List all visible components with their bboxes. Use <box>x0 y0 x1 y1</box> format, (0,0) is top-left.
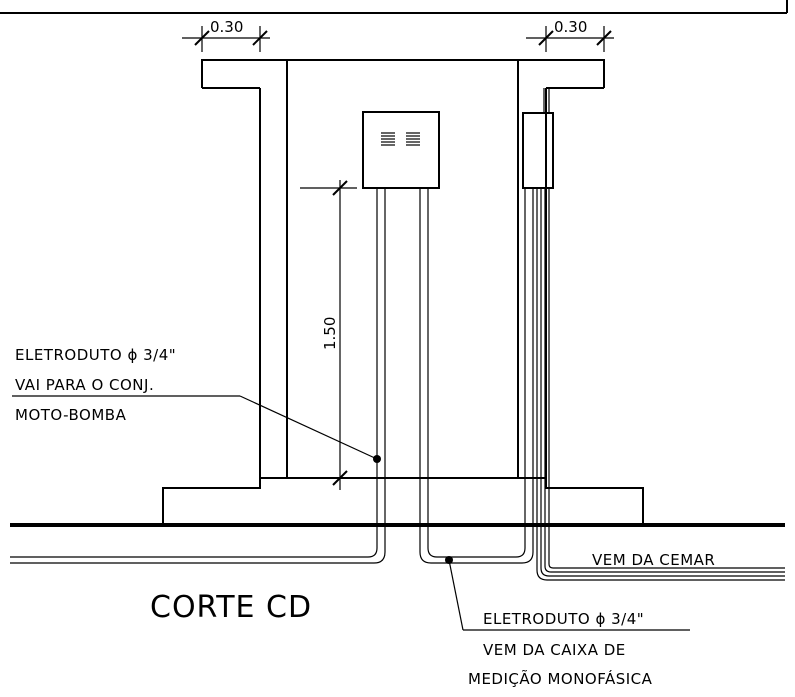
sheet-border <box>0 0 788 14</box>
callout-bottom-dot <box>445 556 453 564</box>
callout-bottom-line2: VEM DA CAIXA DE <box>483 641 626 659</box>
callout-left-dot <box>373 455 381 463</box>
conduit-from-cemar <box>536 188 785 581</box>
callout-left-line2: VAI PARA O CONJ. <box>15 376 154 394</box>
callout-left-line3: MOTO-BOMBA <box>15 406 127 424</box>
dimension-label-top-left: 0.30 <box>210 18 243 36</box>
callout-left: ELETRODUTO ϕ 3/4" VAI PARA O CONJ. MOTO-… <box>12 346 381 463</box>
dimension-top-left: 0.30 <box>182 18 270 52</box>
callout-left-line1: ELETRODUTO ϕ 3/4" <box>15 346 176 364</box>
meter-box <box>362 111 440 189</box>
dimension-label-vertical: 1.50 <box>321 317 339 350</box>
callout-bottom-line1: ELETRODUTO ϕ 3/4" <box>483 610 644 628</box>
breaker-box <box>522 112 554 189</box>
dimension-top-right: 0.30 <box>526 18 614 52</box>
meter-display-icon <box>381 132 420 146</box>
callout-bottom: ELETRODUTO ϕ 3/4" VEM DA CAIXA DE MEDIÇÃ… <box>445 556 690 688</box>
dimension-label-top-right: 0.30 <box>554 18 587 36</box>
wall-structure <box>162 59 644 524</box>
conduit-to-pump <box>10 188 386 564</box>
conduit-from-metering <box>419 188 534 564</box>
section-title: CORTE CD <box>150 590 312 625</box>
cables-top <box>543 88 550 113</box>
label-vem-da-cemar: VEM DA CEMAR <box>592 551 715 569</box>
dimension-vertical: 1.50 <box>300 180 357 490</box>
callout-bottom-line3: MEDIÇÃO MONOFÁSICA <box>468 669 653 688</box>
